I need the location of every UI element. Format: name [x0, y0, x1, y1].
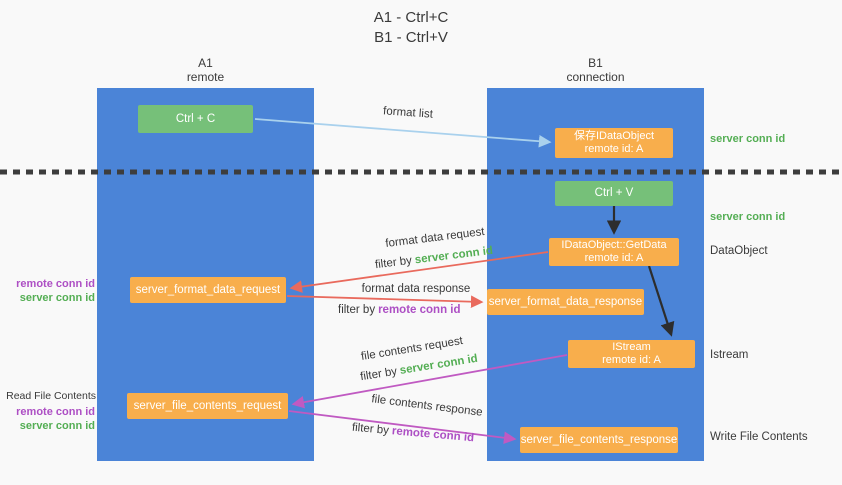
node-server-format-data-request: server_format_data_request [130, 277, 286, 303]
annotation-left-format-conn-ids: remote conn id server conn id [5, 278, 95, 305]
server-conn-id-label: server conn id [19, 291, 95, 304]
format-data-response-text: format data response [361, 283, 471, 295]
node-istream-line1: IStream [612, 341, 651, 353]
server-conn-id-text: server conn id [414, 244, 494, 267]
filter-by-text: filter by [374, 254, 413, 272]
file-contents-response-text: file contents response [370, 393, 484, 419]
node-server-format-data-response: server_format_data_response [487, 289, 644, 315]
lane-header-a1: A1 remote [97, 56, 314, 84]
node-ctrl-c: Ctrl + C [138, 105, 253, 133]
lane-b1-role: connection [566, 70, 625, 84]
arrow-format-data-response [286, 295, 484, 308]
diagram-title: A1 - Ctrl+C B1 - Ctrl+V [0, 8, 822, 48]
annotation-write-file-contents: Write File Contents [710, 431, 808, 443]
node-save-idataobject-line1: 保存IDataObject [573, 130, 655, 142]
lane-header-b1: B1 connection [487, 56, 704, 84]
annotation-server-conn-id-top: server conn id [710, 133, 786, 145]
node-server-format-data-response-label: server_format_data_response [488, 295, 643, 308]
lane-a1-role: remote [186, 70, 225, 84]
node-server-file-contents-response-label: server_file_contents_response [520, 433, 678, 446]
arrow-label-format-list: format list [358, 104, 459, 123]
node-ctrl-v: Ctrl + V [555, 181, 673, 206]
node-server-file-contents-request: server_file_contents_request [127, 393, 288, 419]
node-server-file-contents-request-label: server_file_contents_request [133, 399, 282, 412]
node-istream: IStream remote id: A [568, 340, 695, 368]
server-conn-id-text: server conn id [399, 352, 479, 377]
annotation-istream: Istream [710, 349, 749, 361]
arrow-label-file-contents-response: file contents response [368, 393, 487, 419]
remote-conn-id-label: remote conn id [16, 406, 95, 418]
node-ctrl-c-label: Ctrl + C [175, 112, 216, 125]
node-idataobject-getdata-line2: remote id: A [584, 252, 644, 264]
title-line-2: B1 - Ctrl+V [374, 29, 448, 46]
node-server-format-data-request-label: server_format_data_request [135, 283, 281, 296]
annotation-left-file-conn-ids: remote conn id server conn id [5, 406, 95, 433]
server-conn-id-label: server conn id [19, 419, 95, 432]
remote-conn-id-label: remote conn id [16, 278, 95, 290]
node-save-idataobject-line2: remote id: A [584, 143, 644, 155]
node-ctrl-v-label: Ctrl + V [594, 187, 634, 199]
node-save-idataobject: 保存IDataObject remote id: A [555, 128, 673, 158]
lane-a1-name: A1 [198, 56, 213, 70]
node-idataobject-getdata: IDataObject::GetData remote id: A [549, 238, 679, 266]
filter-by-text: filter by [359, 365, 398, 384]
format-list-text: format list [382, 105, 434, 121]
node-server-file-contents-response: server_file_contents_response [520, 427, 678, 453]
annotation-server-conn-id-mid: server conn id [710, 211, 786, 223]
filter-by-text: filter by [338, 304, 376, 316]
arrow-label-format-data-response: format data response [360, 283, 472, 295]
title-line-1: A1 - Ctrl+C [373, 9, 449, 26]
node-istream-line2: remote id: A [602, 354, 661, 366]
remote-conn-id-text: remote conn id [378, 304, 461, 316]
annotation-read-file-contents: Read File Contents [6, 390, 96, 402]
annotation-dataobject: DataObject [710, 245, 768, 257]
remote-conn-id-text: remote conn id [391, 425, 475, 445]
lane-b1-name: B1 [588, 56, 603, 70]
node-idataobject-getdata-line1: IDataObject::GetData [561, 239, 667, 251]
filter-by-text: filter by [351, 421, 390, 437]
